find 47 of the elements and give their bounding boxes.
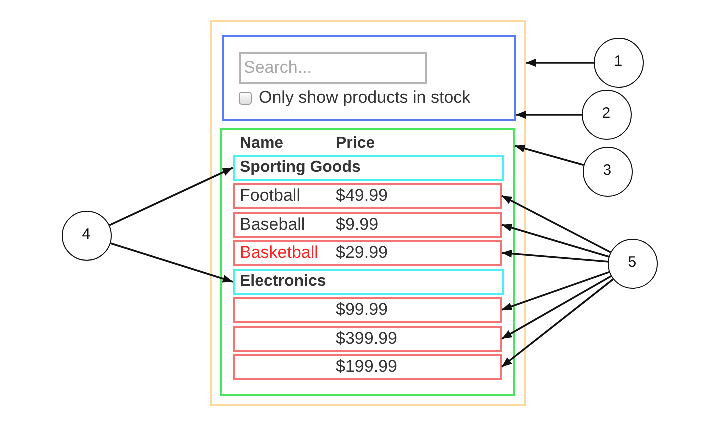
product-price: $29.99 [336,242,388,264]
column-header: Name [240,134,284,154]
product-price: $49.99 [336,185,388,207]
callout-number: 3 [602,161,613,181]
product-row [233,297,502,323]
callout-circle [594,38,644,88]
column-header: Price [336,134,376,154]
app-frame [210,20,526,406]
leader-arrow [110,242,234,283]
product-row [233,326,502,352]
product-price: $99.99 [336,299,388,321]
leader-arrow [502,195,612,254]
leader-arrow [526,59,594,67]
product-price: $199.99 [336,356,398,378]
product-name: Basketball [240,242,318,264]
category-row [233,155,504,181]
product-price: $9.99 [336,214,379,236]
search-bar-frame [222,35,516,121]
leader-arrow [502,224,610,258]
category-name: Sporting Goods [240,158,361,178]
product-row [233,240,502,266]
leader-arrow [516,111,582,119]
callout-number: 5 [627,253,638,273]
leader-arrow [109,167,234,226]
product-name: Football [240,185,300,207]
callout-circle [62,211,112,261]
callout-circle [583,147,633,197]
callout-number: 1 [613,52,624,72]
callout-circle [582,90,632,140]
checkbox-label: Only show products in stock [259,87,471,109]
leader-arrow [501,278,614,368]
leader-arrow [502,276,612,340]
category-name: Electronics [240,272,326,292]
search-field: Search... [239,52,427,84]
leader-arrow [514,144,584,166]
leader-arrow [502,250,608,263]
product-row [233,354,502,380]
product-name: Baseball [240,214,306,236]
leader-arrow [502,271,610,311]
category-row [233,269,504,295]
callout-number: 2 [601,104,612,124]
product-table-frame [220,128,515,396]
product-row [233,183,502,209]
product-price: $399.99 [336,328,398,350]
callout-number: 4 [81,225,92,245]
product-row [233,212,502,238]
callout-circle [608,239,658,289]
